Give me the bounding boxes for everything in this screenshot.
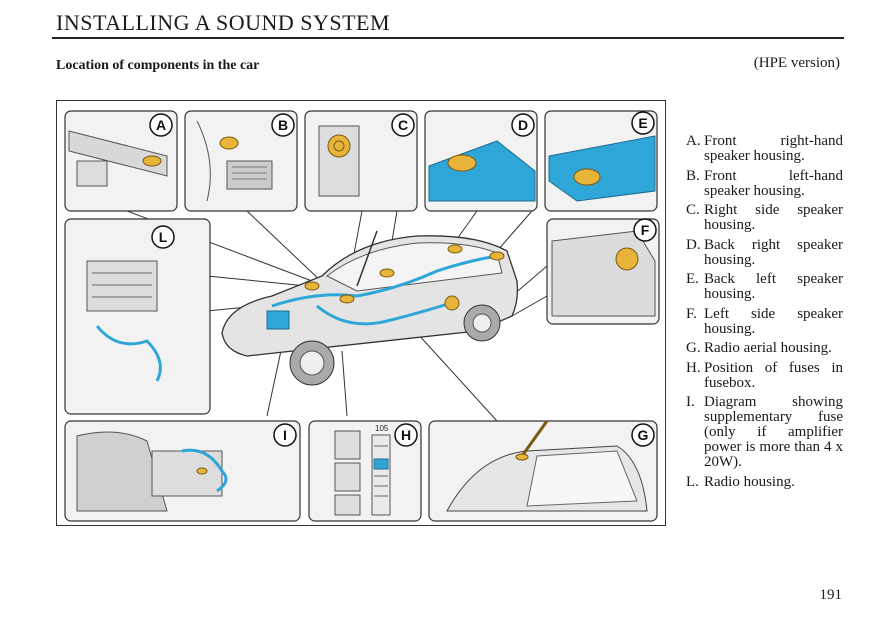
inset-l: L [64, 218, 211, 415]
legend-key: F. [686, 305, 697, 322]
radio-unit-icon [266, 310, 290, 330]
legend-text: Right side speaker housing. [704, 202, 843, 233]
legend-text: Radio aerial housing. [704, 340, 832, 356]
aerial-icon [356, 230, 378, 287]
legend-text: Front left-hand speaker housing. [704, 167, 843, 199]
legend-text: Back right speaker housing. [704, 236, 843, 268]
component-legend: A.Front right-hand speaker housing. B.Fr… [686, 134, 843, 494]
legend-key: D. [686, 236, 701, 253]
inset-f: F [546, 218, 660, 325]
aerial-icon [520, 420, 549, 457]
legend-key: L. [686, 473, 699, 490]
version-note: (HPE version) [753, 55, 840, 71]
legend-key: C. [686, 202, 700, 218]
inset-a: A [64, 110, 178, 212]
legend-text: Position of fuses in fusebox. [704, 359, 843, 391]
legend-text: Back left speaker housing. [704, 271, 843, 302]
section-subtitle: Location of components in the car [56, 58, 260, 73]
legend-item: I. Diagram showing supplementary fuse (on… [686, 395, 843, 470]
inset-label-d: D [518, 117, 528, 133]
fuse-highlight [373, 458, 389, 470]
speaker-icon [615, 247, 639, 271]
legend-key: H. [686, 359, 701, 376]
legend-item: B.Front left-hand speaker housing. [686, 167, 843, 199]
inset-label-c: C [398, 117, 408, 133]
speaker-icon [327, 134, 351, 158]
diagram-svg: A B C D [64, 110, 660, 522]
legend-key: E. [686, 271, 699, 287]
inset-label-b: B [278, 117, 288, 133]
legend-text: Left side speaker housing. [704, 305, 843, 337]
inset-b: B [184, 110, 298, 212]
title-rule [52, 37, 844, 39]
inset-e: E [544, 110, 658, 212]
page-number: 191 [819, 587, 843, 603]
legend-key: I. [686, 394, 695, 410]
inset-label-e: E [638, 115, 647, 131]
legend-item: C.Right side speaker housing. [686, 203, 843, 233]
legend-key: G. [686, 340, 701, 356]
speaker-icon [142, 155, 162, 167]
inset-label-h: H [401, 427, 411, 443]
inset-label-f: F [641, 222, 650, 238]
page-title: INSTALLING A SOUND SYSTEM [56, 10, 391, 35]
inset-i: I [64, 420, 301, 522]
inset-label-l: L [159, 229, 168, 245]
legend-item: L. Radio housing. [686, 473, 843, 490]
legend-item: F. Left side speaker housing. [686, 305, 843, 337]
legend-key: A. [686, 133, 701, 149]
inset-d: D [424, 110, 538, 212]
inset-label-i: I [283, 427, 287, 443]
speaker-icon [447, 154, 477, 172]
fuse-number-label: 105 [375, 424, 389, 433]
legend-item: H.Position of fuses in fusebox. [686, 359, 843, 391]
legend-text: Diagram showing supplementary fuse (only… [704, 394, 843, 470]
inset-label-g: G [638, 427, 649, 443]
components-diagram: A B C D [56, 100, 666, 526]
legend-item: D.Back right speaker housing. [686, 236, 843, 268]
inset-h: 105 H [308, 420, 422, 522]
car-illustration [221, 230, 519, 386]
speaker-icon [573, 168, 601, 186]
legend-item: A.Front right-hand speaker housing. [686, 134, 843, 164]
inset-label-a: A [156, 117, 166, 133]
inset-g: G [428, 420, 658, 522]
inset-c: C [304, 110, 418, 212]
legend-text: Front right-hand speaker housing. [704, 133, 843, 164]
legend-key: B. [686, 167, 700, 184]
legend-text: Radio housing. [704, 473, 795, 490]
speaker-icon [219, 136, 239, 150]
legend-item: E. Back left speaker housing. [686, 272, 843, 302]
legend-item: G.Radio aerial housing. [686, 341, 843, 356]
